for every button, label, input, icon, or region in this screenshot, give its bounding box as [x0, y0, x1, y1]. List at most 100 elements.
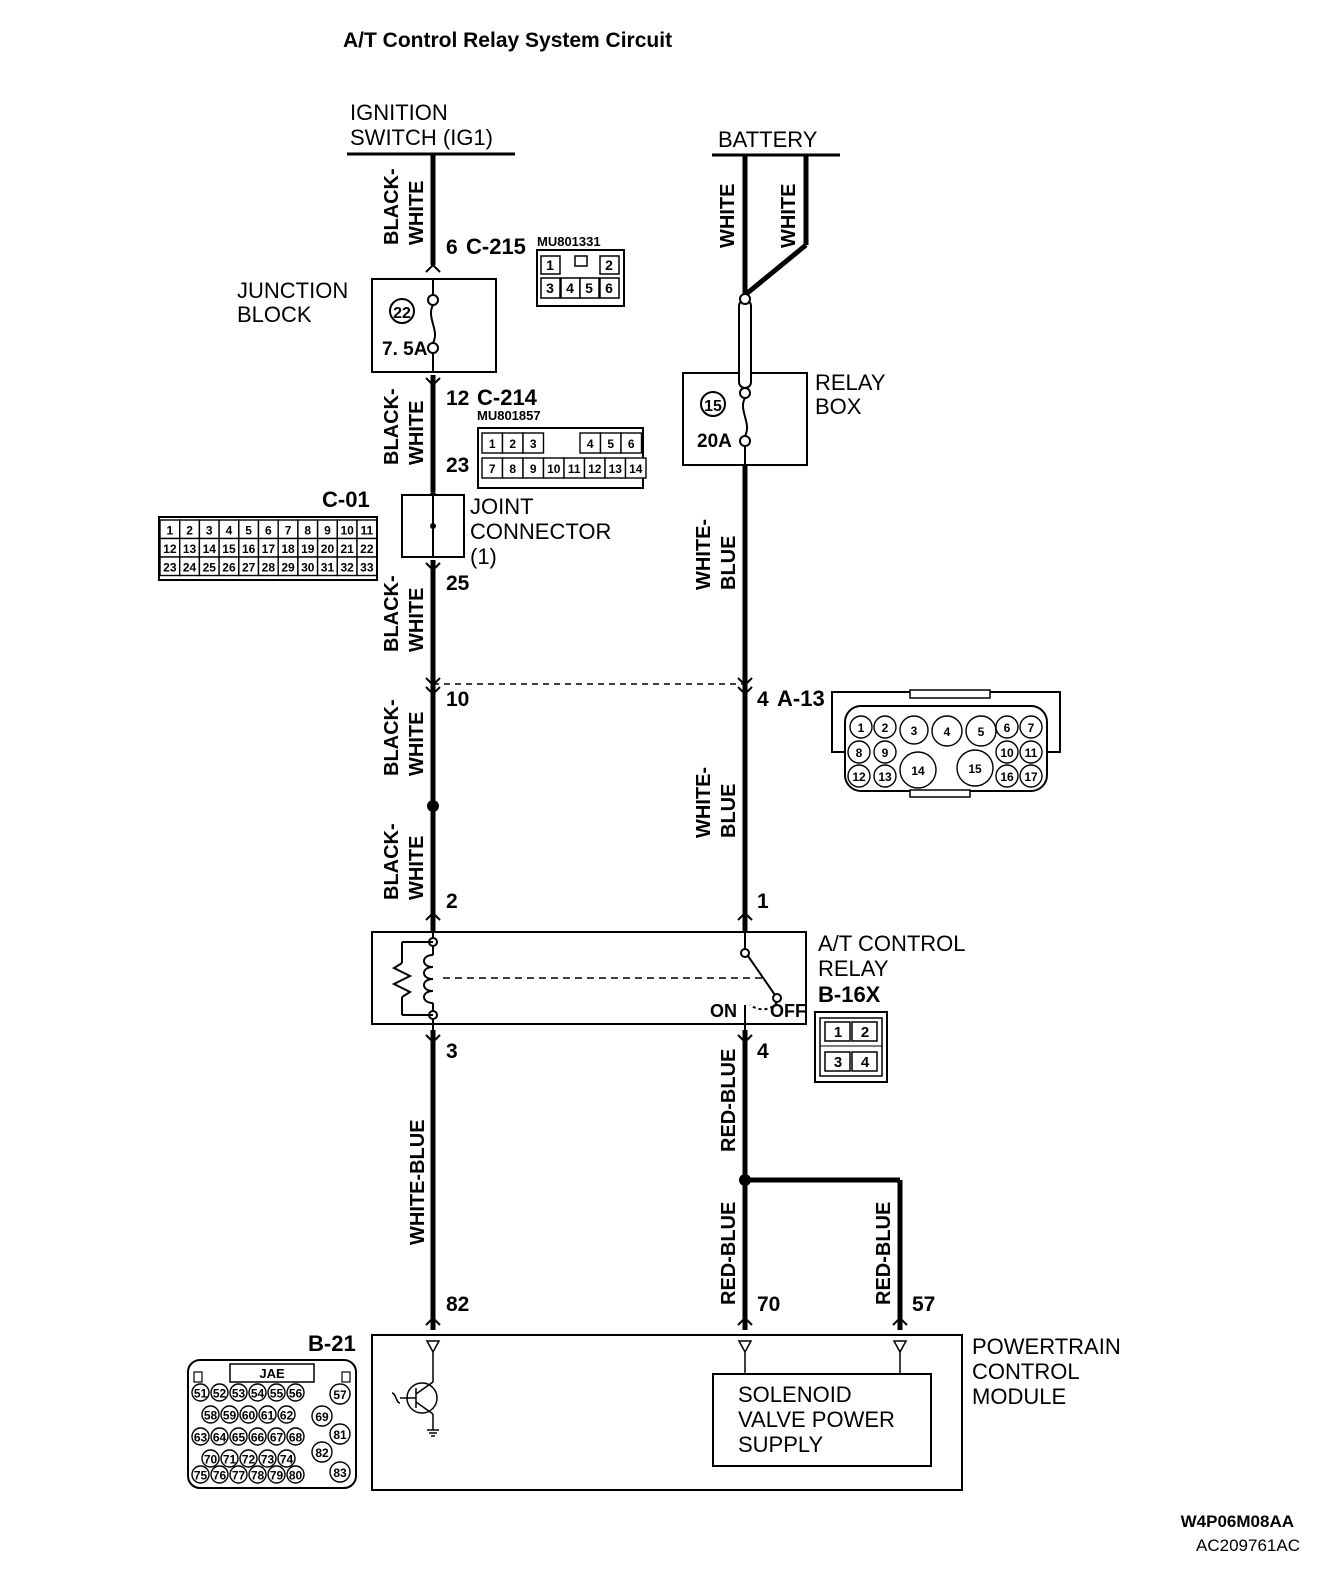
- c214-cell-1: 1: [489, 437, 496, 451]
- a13-cell-frame-8: [847, 740, 871, 764]
- c214-cell-frame-14: [624, 457, 647, 479]
- joint-label-2: CONNECTOR: [470, 519, 611, 544]
- c01-cell-19: 19: [301, 542, 315, 556]
- c214-cell-frame-3: [522, 432, 545, 454]
- relay-label-2: RELAY: [818, 956, 889, 981]
- c214-part: MU801857: [477, 408, 541, 423]
- b21-cell-25: 75: [194, 1469, 208, 1483]
- a13-cell-3: 3: [911, 724, 918, 738]
- pcm-terminals: [425, 1340, 908, 1380]
- fuse-number-circle-22: [389, 298, 415, 324]
- wire-label-bw-3a: BLACK-: [381, 575, 403, 652]
- c01-cell-2: 2: [186, 523, 193, 537]
- b21-cell-frame-21: [220, 1449, 239, 1468]
- b21-cell-26: 76: [213, 1469, 227, 1483]
- wire-label-bw-2a: BLACK-: [381, 388, 403, 465]
- b21-cell-17: 67: [270, 1431, 284, 1445]
- b21-cell-29: 79: [270, 1469, 284, 1483]
- b21-cell-frame-3: [229, 1383, 248, 1402]
- wire-label-wb-1b: BLUE: [718, 536, 740, 590]
- a13-cell-17: 17: [1024, 770, 1038, 784]
- a13-cell-frame-16: [995, 764, 1019, 788]
- a13-cell-frame-6: [995, 715, 1019, 739]
- joint-label-3: (1): [470, 544, 497, 569]
- splice-dot-left: [427, 800, 439, 812]
- b21-cell-33: 83: [333, 1466, 347, 1480]
- junction-label-2: BLOCK: [237, 302, 312, 327]
- c01-cell-11: 11: [361, 523, 374, 537]
- c01-cell-26: 26: [222, 560, 236, 574]
- c214-id: C-214: [477, 385, 538, 410]
- pcm-label-3: MODULE: [972, 1384, 1066, 1409]
- c01-cell-9: 9: [324, 523, 331, 537]
- c01-cell-30: 30: [301, 560, 315, 574]
- fuse-symbol-15: [738, 293, 752, 465]
- b21-cell-31: 81: [333, 1428, 347, 1442]
- b21-cell-frame-25: [191, 1465, 210, 1484]
- a13-cell-frame-7: [1019, 715, 1043, 739]
- b21-cell-frame-17: [267, 1427, 286, 1446]
- c214-cell-10: 10: [547, 462, 561, 476]
- wire-label-rb-3: RED-BLUE: [873, 1202, 895, 1305]
- b21-cell-frame-11: [258, 1405, 277, 1424]
- a13-cell-6: 6: [1004, 721, 1011, 735]
- b21-cell-13: 63: [194, 1431, 208, 1445]
- b21-cell-frame-27: [229, 1465, 248, 1484]
- c214-cell-7: 7: [489, 462, 496, 476]
- wire-label-bw-5a: BLACK-: [381, 823, 403, 900]
- a13-cell-10: 10: [1000, 746, 1014, 760]
- a13-cell-frame-3: [899, 715, 929, 745]
- c214-cell-2: 2: [509, 437, 516, 451]
- b16x-cell-1: 1: [834, 1024, 842, 1041]
- wire-label-wb-2a: WHITE-: [693, 767, 715, 838]
- pcm-pin-82: 82: [446, 1293, 469, 1316]
- b21-cell-frame-26: [210, 1465, 229, 1484]
- b21-cell-frame-19: [311, 1405, 333, 1427]
- a13-cell-13: 13: [878, 770, 892, 784]
- b16x-cell-2: 2: [861, 1024, 869, 1041]
- b21-cell-frame-22: [239, 1449, 258, 1468]
- c214-cell-3: 3: [530, 437, 537, 451]
- c01-cell-12: 12: [163, 542, 177, 556]
- c214-cell-13: 13: [609, 462, 623, 476]
- relay-switch: [740, 928, 782, 1030]
- a13-cell-frame-10: [995, 740, 1019, 764]
- b21-cell-19: 69: [315, 1410, 329, 1424]
- relay-label-1: A/T CONTROL: [818, 931, 966, 956]
- a13-cell-4: 4: [944, 725, 951, 739]
- b21-cell-frame-16: [248, 1427, 267, 1446]
- c01-cell-8: 8: [304, 523, 311, 537]
- c01-pin: 25: [446, 572, 470, 595]
- a13-cell-5: 5: [978, 725, 985, 739]
- c215-cell-4: 4: [566, 280, 574, 296]
- c01-cell-20: 20: [321, 542, 335, 556]
- c01-cell-13: 13: [183, 542, 197, 556]
- c01-cell-6: 6: [265, 523, 272, 537]
- c01-cell-10: 10: [340, 523, 354, 537]
- b21-cell-frame-20: [201, 1449, 220, 1468]
- a13-cell-frame-17: [1019, 764, 1043, 788]
- solenoid-box: [712, 1373, 932, 1467]
- fuse-rating-20a: 20A: [697, 431, 732, 452]
- wire-label-bw-1b: WHITE: [406, 181, 428, 245]
- a13-cell-12: 12: [852, 770, 866, 784]
- c01-cell-29: 29: [281, 560, 295, 574]
- c215-cell-1: 1: [546, 257, 554, 273]
- b21-maker: JAE: [259, 1366, 285, 1381]
- a13-cell-16: 16: [1000, 770, 1014, 784]
- c01-cell-25: 25: [203, 560, 217, 574]
- wire-label-white-1: WHITE: [717, 184, 739, 248]
- b21-cell-frame-30: [286, 1465, 305, 1484]
- a13-cell-15: 15: [968, 762, 982, 776]
- c215-pin: 6: [446, 236, 458, 259]
- b21-cell-6: 56: [289, 1387, 303, 1401]
- relay-pin-4: 4: [757, 1040, 769, 1063]
- b21-cell-24: 74: [280, 1453, 294, 1467]
- c215-part: MU801331: [537, 234, 601, 249]
- b21-cell-22: 72: [242, 1453, 256, 1467]
- wire-label-bw-4b: WHITE: [406, 712, 428, 776]
- b21-cell-frame-18: [286, 1427, 305, 1446]
